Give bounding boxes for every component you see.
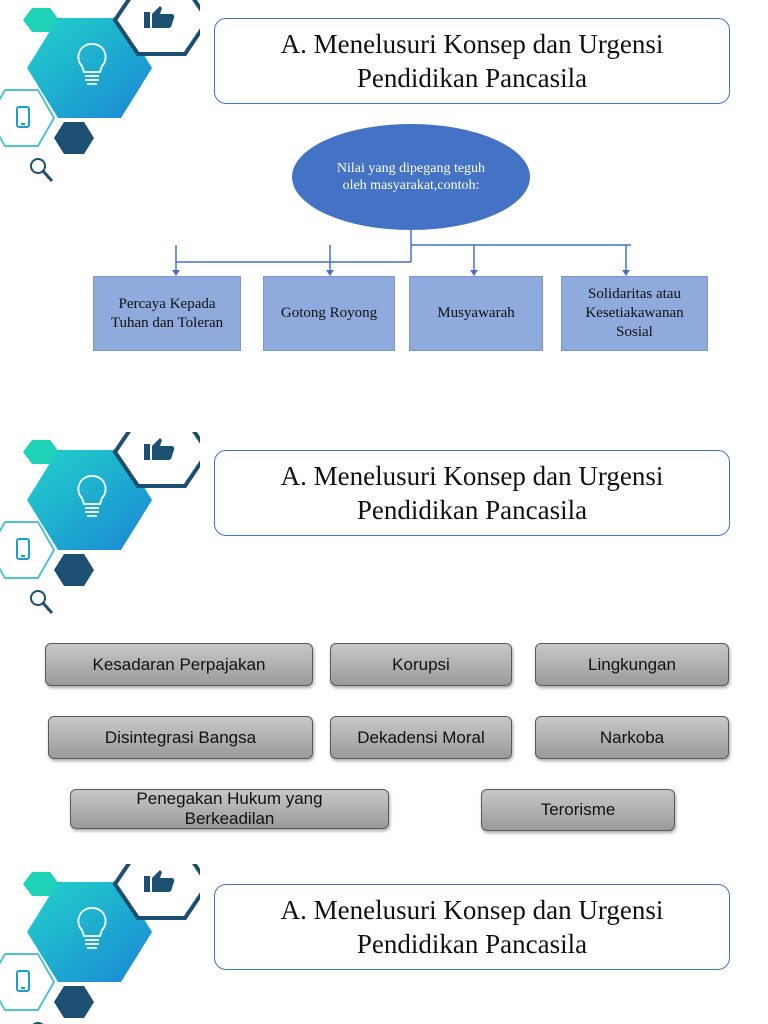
diagram-root-ellipse: Nilai yang dipegang teguh oleh masyaraka… [292, 124, 530, 230]
diagram-child-label: Percaya Kepada Tuhan dan Toleran [110, 295, 224, 331]
slide-title: A. Menelusuri Konsep dan Urgensi Pendidi… [214, 450, 730, 536]
title-line-1: A. Menelusuri Konsep dan Urgensi [280, 461, 664, 491]
diagram-child-label: Gotong Royong [280, 305, 378, 321]
lightbulb-hexagon [27, 450, 152, 550]
title-line-2: Pendidikan Pancasila [356, 929, 588, 959]
slide-3: A. Menelusuri Konsep dan Urgensi Pendidi… [0, 864, 768, 1024]
lightbulb-icon [77, 906, 107, 949]
magnifier-icon [30, 590, 54, 615]
title-line-1: A. Menelusuri Konsep dan Urgensi [280, 895, 664, 925]
thumbs-up-icon [144, 6, 175, 28]
diagram-root-text: Nilai yang dipegang teguh oleh masyaraka… [336, 161, 486, 193]
diagram-connectors [172, 228, 631, 276]
topic-pill: Disintegrasi Bangsa [48, 716, 313, 759]
title-line-1: A. Menelusuri Konsep dan Urgensi [280, 29, 664, 59]
thumbs-up-icon [144, 870, 175, 892]
topic-pill: Penegakan Hukum yang Berkeadilan [70, 789, 389, 829]
diagram-child-box: Musyawarah [409, 276, 543, 351]
slide-1: A. Menelusuri Konsep dan Urgensi Pendidi… [0, 0, 768, 432]
hexagon-decoration [0, 0, 200, 183]
phone-hexagon [0, 521, 56, 579]
smartphone-icon [16, 106, 30, 128]
smartphone-icon [16, 970, 30, 992]
lightbulb-icon [77, 42, 107, 85]
teal-hexagon [23, 440, 59, 464]
navy-hexagon [54, 986, 94, 1018]
diagram-child-box: Percaya Kepada Tuhan dan Toleran [93, 276, 241, 351]
topic-pill: Lingkungan [535, 643, 729, 686]
slide-title: A. Menelusuri Konsep dan Urgensi Pendidi… [214, 884, 730, 970]
lightbulb-hexagon [27, 882, 152, 982]
teal-hexagon [23, 8, 59, 32]
topic-pill: Dekadensi Moral [330, 716, 512, 759]
topic-pill: Korupsi [330, 643, 512, 686]
title-line-2: Pendidikan Pancasila [356, 63, 588, 93]
phone-hexagon [0, 89, 56, 147]
lightbulb-hexagon [27, 18, 152, 118]
diagram-child-label: Musyawarah [437, 305, 515, 321]
diagram-child-box: Gotong Royong [263, 276, 395, 351]
title-line-2: Pendidikan Pancasila [356, 495, 588, 525]
phone-hexagon [0, 953, 56, 1011]
navy-hexagon [54, 554, 94, 586]
topic-pill: Terorisme [481, 789, 675, 831]
topic-pill: Narkoba [535, 716, 729, 759]
thumbs-up-icon [144, 438, 175, 460]
magnifier-icon [32, 1022, 44, 1024]
diagram-child-label: Solidaritas atau Kesetiakawanan Sosial [585, 286, 684, 340]
lightbulb-icon [77, 474, 107, 517]
navy-hexagon [54, 122, 94, 154]
magnifier-icon [30, 158, 54, 183]
smartphone-icon [16, 538, 30, 560]
teal-hexagon [23, 872, 59, 896]
slide-title: A. Menelusuri Konsep dan Urgensi Pendidi… [214, 18, 730, 104]
slide-2: A. Menelusuri Konsep dan Urgensi Pendidi… [0, 432, 768, 864]
hexagon-decoration [0, 432, 200, 615]
hexagon-decoration [0, 864, 200, 1024]
topic-pill: Kesadaran Perpajakan [45, 643, 313, 686]
diagram-child-box: Solidaritas atau Kesetiakawanan Sosial [561, 276, 708, 351]
